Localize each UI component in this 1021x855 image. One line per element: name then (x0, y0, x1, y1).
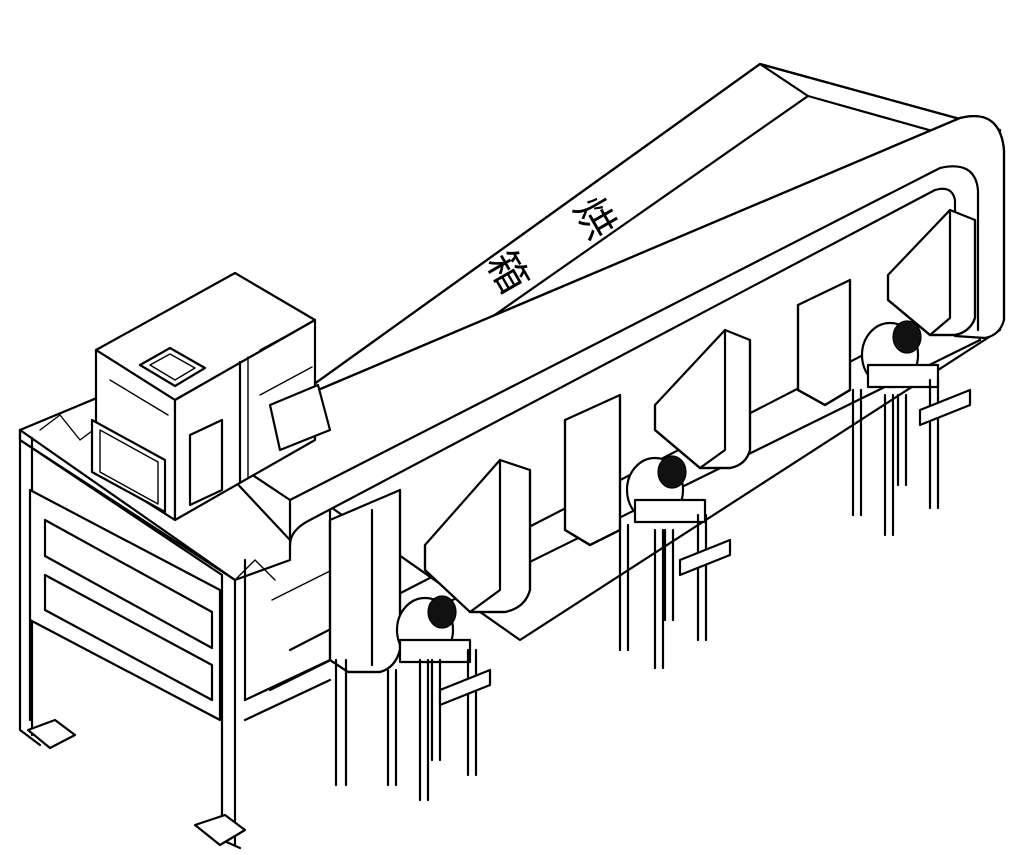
duct-drop-1 (328, 458, 532, 674)
fan-stand-2 (618, 513, 708, 670)
fan-2 (625, 455, 707, 524)
fan-3 (860, 320, 940, 389)
fan-stand-1 (334, 648, 478, 802)
oven-feet (438, 388, 972, 707)
fan-1 (395, 595, 472, 664)
control-cabinet (90, 271, 332, 522)
fan-stand-3 (851, 378, 940, 537)
duct-drop-2 (563, 328, 752, 547)
duct-drop-3 (796, 208, 977, 407)
